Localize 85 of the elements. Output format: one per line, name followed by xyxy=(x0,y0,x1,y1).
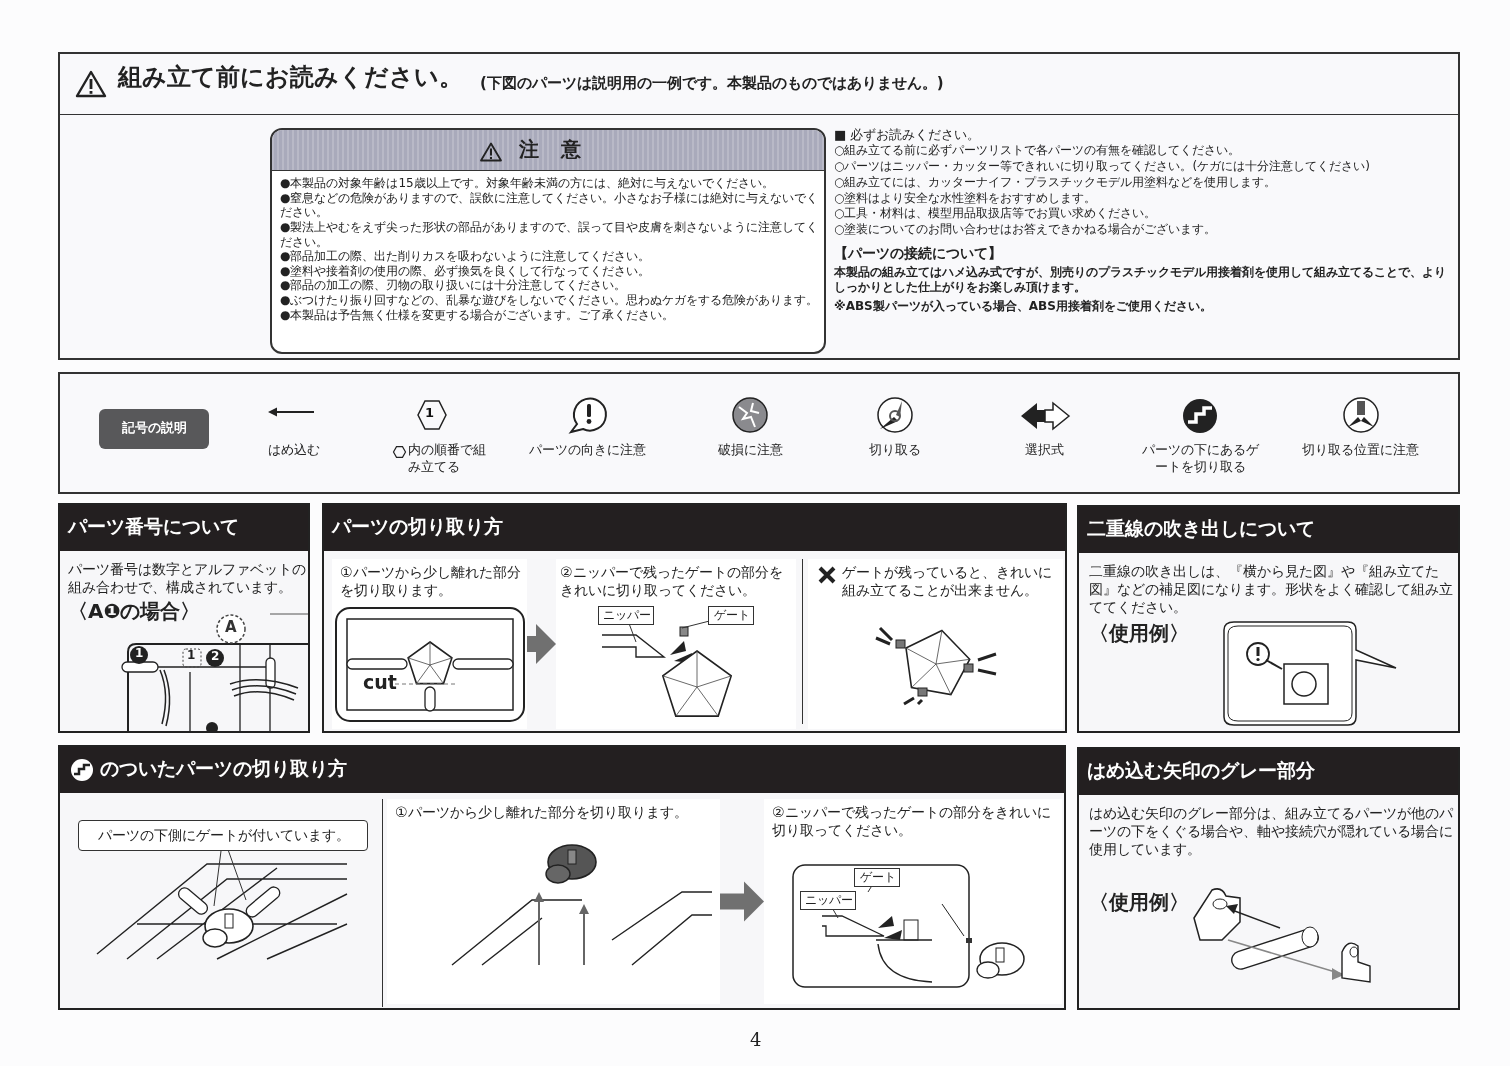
symbol-caption: 選択式 xyxy=(1024,442,1064,459)
example-heading: 〈使用例〉 xyxy=(1089,889,1189,916)
leader-line xyxy=(832,909,839,919)
warning-item: ●本製品は予告無く仕様を変更する場合がございます。ご了承ください。 xyxy=(280,307,675,323)
callout-label: ゲート xyxy=(860,870,896,886)
callout-box xyxy=(800,891,856,910)
instruction-item: ○組み立てには、カッターナイフ・プラスチックモデル用塗料などを使用します。 xyxy=(834,174,1277,191)
footnote: ※ABS製パーツが入っている場合、ABS用接着剤をご使用ください。 xyxy=(834,299,1212,316)
step-column xyxy=(808,559,1063,729)
caution-box xyxy=(270,128,826,354)
panel-heading: パーツの切り取り方 xyxy=(332,514,503,539)
leader-line xyxy=(681,620,709,629)
step-column xyxy=(387,799,720,1004)
section-heading: ■ 必ずお読みください。 xyxy=(834,126,981,144)
symbol-caption: パーツの下にあるゲートを切り取る xyxy=(1140,442,1260,475)
info-panel xyxy=(1077,505,1460,733)
step-text: ②ニッパーで残ったゲートの部分をきれいに切り取ってください。 xyxy=(772,803,1052,840)
instruction-item: ○塗料はより安全な水性塗料をおすすめします。 xyxy=(834,190,1097,207)
info-panel xyxy=(58,745,1066,1010)
callout-label: ニッパー xyxy=(805,893,853,909)
leader-line xyxy=(867,886,872,893)
instruction-item: ○工具・材料は、模型用品取扱店等でお買い求めください。 xyxy=(834,206,1157,223)
body-text: パーツ番号は数字とアルファベットの組み合わせで、構成されています。 xyxy=(68,561,307,597)
body-text: 二重線の吹き出しは、『横から見た図』や『組み立てた図』などの補足図になります。形状をよく確認して組み立ててください。 xyxy=(1089,563,1454,617)
warning-item: ●ぶつけたり振り回すなどの、乱暴な遊びをしないでください。思わぬケガをする危険があります。 xyxy=(280,293,819,308)
leader-line xyxy=(213,850,222,907)
warning-item: ●部品の加工の際、刃物の取り扱いには十分注意してください。 xyxy=(280,278,627,293)
notice-panel xyxy=(58,52,1460,360)
step-text: ②ニッパーで残ったゲートの部分をきれいに切り取ってください。 xyxy=(560,563,784,600)
warning-item: ●窒息などの危険がありますので、誤飲に注意してください。小さなお子様には絶対に与えないでください。 xyxy=(280,190,820,220)
caution-heading: 注意 xyxy=(518,136,603,163)
example-heading: 〈A❶の場合〉 xyxy=(68,597,201,624)
warning-item: ●塗料や接着剤の使用の際、必ず換気を良くして行なってください。 xyxy=(280,263,651,279)
panel-heading: パーツ番号について xyxy=(68,514,239,539)
heading-note: (下図のパーツは説明用の一例です。本製品のものではありません。) xyxy=(480,74,944,94)
step-column xyxy=(556,559,796,729)
symbol-caption: 内の順番で組み立てる xyxy=(408,442,487,475)
page-number: 4 xyxy=(750,1030,762,1050)
leader-line xyxy=(228,850,247,901)
step-text: ①パーツから少し離れた部分を切り取ります。 xyxy=(340,563,522,600)
step-text: ゲートが残っていると、きれいに組み立てることが出来ません。 xyxy=(842,563,1053,600)
instruction-item: ○組み立てる前に必ずパーツリストで各パーツの有無を確認してください。 xyxy=(834,143,1241,159)
warning-item: ●製法上やむをえず尖った形状の部品がありますので、誤って目や皮膚を刺さないように注意してください。 xyxy=(280,219,820,250)
part-letter: A xyxy=(225,619,237,636)
instruction-item: ○パーツはニッパー・カッター等できれいに切り取ってください。(ケガには十分注意してください) xyxy=(834,159,1370,175)
symbol-legend-panel xyxy=(58,372,1460,494)
symbol-caption: はめ込む xyxy=(268,442,320,459)
body-text: はめ込む矢印のグレー部分は、組み立てるパーツが他のパーツの下をくぐる場合や、軸や接続穴が隠れている場合に使用しています。 xyxy=(1089,805,1454,859)
step-arrow xyxy=(527,624,556,664)
part-number: 2 xyxy=(211,650,220,664)
part-number: 1 xyxy=(135,647,144,661)
symbol-caption: 破損に注意 xyxy=(717,442,783,459)
info-panel xyxy=(58,503,310,733)
panel-heading: 二重線の吹き出しについて xyxy=(1087,516,1315,541)
cut-label: cut xyxy=(363,672,397,693)
section-heading: 【パーツの接続について】 xyxy=(834,244,1002,263)
page-heading: 組み立て前にお読みください。 xyxy=(118,62,463,93)
part-number: 1 xyxy=(187,649,196,663)
warning-item: ●部品加工の際、出た削りカスを吸わないように注意してください。 xyxy=(280,249,651,264)
step-column xyxy=(764,799,1062,1004)
step-column xyxy=(332,559,527,729)
info-panel xyxy=(1077,747,1460,1010)
callout-box xyxy=(854,868,900,887)
callout-box xyxy=(78,820,368,851)
step-text: ①パーツから少し離れた部分を切り取ります。 xyxy=(395,803,688,822)
info-panel xyxy=(322,503,1067,733)
callout-box xyxy=(598,606,654,625)
badge-label: 記号の説明 xyxy=(121,419,187,437)
step-number: 1 xyxy=(425,406,435,421)
symbol-caption: 切り取る位置に注意 xyxy=(1301,442,1419,459)
instruction-item: ○塗装についてのお問い合わせはお答えできかねる場合がございます。 xyxy=(834,222,1217,239)
panel-heading: のついたパーツの切り取り方 xyxy=(100,756,347,781)
section-badge xyxy=(99,409,209,449)
step-arrow xyxy=(720,881,764,922)
callout-label: ゲート xyxy=(714,608,750,624)
panel-heading: はめ込む矢印のグレー部分 xyxy=(1087,758,1315,783)
symbol-caption: パーツの向きに注意 xyxy=(528,442,646,459)
symbol-caption: 切り取る xyxy=(869,442,921,459)
callout-label: ニッパー xyxy=(603,608,651,624)
warning-item: ●本製品の対象年齢は15歳以上です。対象年齢未満の方には、絶対に与えないでください。 xyxy=(280,176,774,191)
leader-line xyxy=(629,624,637,643)
example-heading: 〈使用例〉 xyxy=(1089,620,1189,647)
callout-label: パーツの下側にゲートが付いています。 xyxy=(98,826,350,845)
callout-box xyxy=(708,606,754,625)
body-text: 本製品の組み立てはハメ込み式ですが、別売りのプラスチックモデル用接着剤を使用して組み立てることで、よりしっかりとした仕上がりをお楽しみ頂けます。 xyxy=(834,264,1447,297)
